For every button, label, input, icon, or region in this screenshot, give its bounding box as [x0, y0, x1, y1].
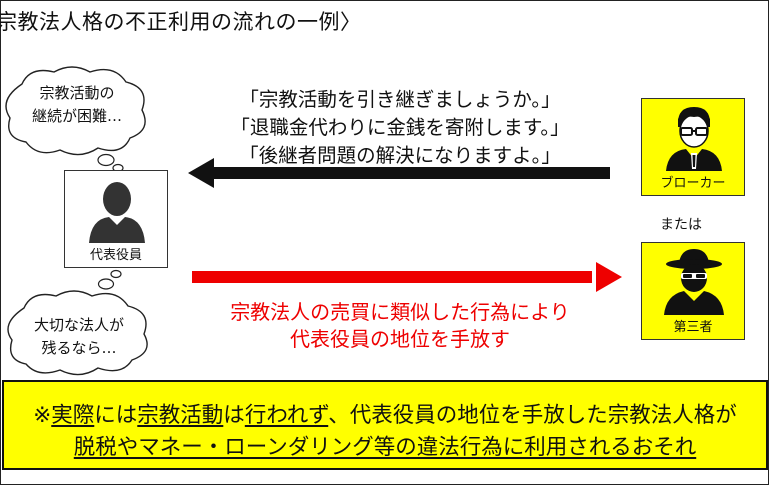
cloud-shape-icon	[7, 269, 148, 376]
red-text-line2: 代表役員の地位を手放す	[290, 327, 510, 351]
red-text-line1: 宗教法人の売買に類似した行為により	[230, 300, 570, 324]
thought-top-line2: 継続が困難…	[31, 107, 122, 125]
or-label: または	[660, 217, 702, 233]
page-title: 宗教法人格の不正利用の流れの一例〉	[0, 10, 362, 34]
thought-cloud-top: 宗教活動の 継続が困難…	[2, 64, 152, 173]
banner-text-rest: 、代表役員の地位を手放した宗教法人格が	[328, 403, 737, 428]
thought-bottom-line2: 残るなら…	[41, 339, 117, 357]
banner-underline-line2: 脱税やマネー・ローンダリング等の違法行為に利用されるおそれ	[73, 435, 697, 460]
banner-mark: ※	[33, 403, 52, 428]
broker-box: ブローカー	[641, 98, 745, 196]
broker-label: ブローカー	[660, 176, 726, 191]
spy-icon	[664, 249, 724, 315]
banner-underline-jissai: 実際	[51, 403, 95, 428]
quote-2: 「退職金代わりに金銭を寄附します。」	[230, 116, 570, 139]
thought-cloud-bottom: 大切な法人が 残るなら…	[4, 269, 154, 383]
third-party-box: 第三者	[641, 242, 745, 340]
thought-top-line1: 宗教活動の	[39, 84, 115, 102]
glasses-man-icon	[666, 107, 722, 171]
arrow-right-red	[192, 262, 622, 292]
arrow-left-black	[188, 158, 610, 188]
thought-bottom-line1: 大切な法人が	[33, 316, 124, 334]
quote-1: 「宗教活動を引き継ぎましょうか。」	[239, 88, 561, 111]
warning-banner: ※実際には宗教活動は行われず、代表役員の地位を手放した宗教法人格が 脱税やマネー…	[2, 380, 768, 470]
banner-text-niha: には	[94, 403, 138, 428]
cloud-shape-icon	[5, 66, 146, 173]
banner-underline-shukyo: 宗教活動	[137, 403, 224, 428]
third-party-label: 第三者	[673, 320, 713, 335]
banner-text-ha: は	[223, 403, 245, 428]
representative-label: 代表役員	[89, 248, 142, 263]
banner-underline-okonawarezu: 行われず	[244, 403, 329, 428]
representative-box: 代表役員	[64, 170, 168, 268]
quote-3: 「後継者問題の解決になりますよ。」	[239, 144, 561, 167]
banner-line1: ※実際には宗教活動は行われず、代表役員の地位を手放した宗教法人格が	[4, 398, 766, 429]
banner-line2: 脱税やマネー・ローンダリング等の違法行為に利用されるおそれ	[4, 430, 766, 461]
person-icon	[89, 182, 145, 243]
